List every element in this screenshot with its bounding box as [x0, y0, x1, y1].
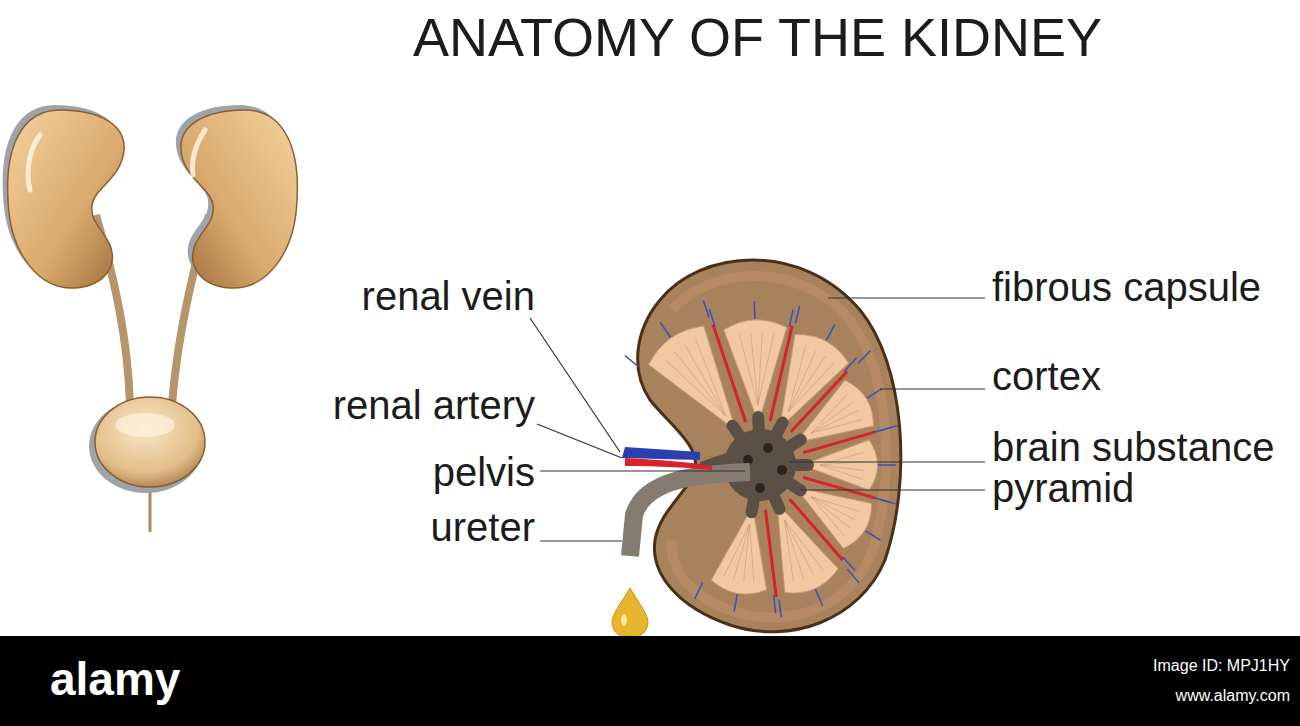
renal-pyramid [724, 320, 787, 423]
cortical-vessel [734, 594, 737, 612]
cortical-vessel [660, 322, 670, 337]
pyramid-striation [685, 345, 726, 416]
leader-line [800, 489, 985, 490]
cortical-vessel [703, 300, 709, 317]
pyramid-striation [784, 520, 822, 570]
cortical-vessel [709, 309, 715, 326]
leader-line [790, 461, 985, 462]
part-label: cortex [992, 356, 1101, 396]
part-label: pelvis [433, 452, 535, 492]
cortical-vessel [879, 499, 896, 504]
pyramid-striation [811, 497, 844, 536]
watermark-url: www.alamy.com [1176, 688, 1290, 704]
renal-pyramid [796, 380, 874, 443]
cortical-vessel [625, 355, 639, 366]
pyramid-striation [751, 333, 758, 405]
cortical-vessel [878, 464, 896, 466]
pyramid-striation [811, 402, 853, 433]
part-label: renal artery [333, 385, 535, 425]
watermark-logo: alamy [50, 656, 180, 702]
renal-pyramid [777, 503, 838, 593]
pyramid-striation [811, 419, 862, 433]
cortical-vessel [795, 306, 799, 323]
leader-line [537, 424, 622, 458]
leader-line [880, 388, 985, 389]
pyramid-striation [744, 524, 750, 581]
cortical-vessel [789, 309, 793, 327]
renal-pyramid [711, 506, 766, 594]
renal-vein [622, 447, 700, 460]
pyramid-striation [739, 335, 758, 405]
kidney-left [8, 110, 124, 288]
pyramid-striation [811, 411, 858, 434]
urine-drop [612, 588, 648, 638]
pyramid-striation [784, 520, 793, 582]
pyramid-striation [788, 351, 816, 412]
cortical-vessel [779, 600, 782, 618]
leader-line [540, 540, 622, 541]
part-label: ureter [431, 507, 536, 547]
arcuate-artery [765, 510, 776, 597]
leader-line [540, 470, 745, 471]
cortical-vessel [695, 583, 703, 599]
part-label: fibrous capsule [992, 267, 1261, 307]
pyramid-striation [724, 524, 750, 576]
leader-line [828, 297, 985, 298]
cortical-vessel [858, 351, 871, 364]
calyx-opening [777, 465, 787, 475]
pyramid-striation [820, 465, 864, 470]
bladder-highlight [115, 413, 175, 437]
pyramid-striation [750, 524, 754, 582]
kidney-right [181, 110, 297, 288]
watermark-bar [0, 636, 1300, 726]
watermark-id: Image ID: MPJ1HY [1153, 658, 1290, 674]
part-label: brain substance [992, 427, 1274, 467]
pyramid-striation [788, 362, 834, 412]
pyramid-striation [788, 356, 825, 412]
title: ANATOMY OF THE KIDNEY [0, 8, 1300, 67]
pyramid-striation [820, 452, 863, 465]
cortical-vessel [774, 595, 776, 613]
fibrous-capsule [638, 260, 901, 632]
cortical-vessel [847, 569, 859, 583]
pyramid-striation [784, 520, 803, 579]
pyramid-striation [665, 359, 726, 415]
pyramid-striation [820, 465, 863, 479]
part-label: pyramid [992, 468, 1134, 508]
kidney-highlight [193, 130, 206, 175]
calyx-opening [763, 443, 773, 453]
pyramid-striation [758, 334, 774, 405]
renal-artery [625, 458, 712, 470]
drop-highlight [621, 614, 627, 626]
ureter [630, 472, 750, 556]
cortical-vessel [843, 557, 855, 570]
urinary-system [3, 105, 298, 532]
bladder [95, 397, 205, 487]
kidney-highlight [28, 135, 40, 190]
pyramid-striation [696, 338, 726, 415]
pyramid-striation [811, 395, 847, 434]
leader-lines [530, 298, 985, 541]
pyramid-striation [675, 352, 726, 416]
renal-pyramid [649, 326, 736, 431]
cortical-vessel [826, 325, 834, 341]
cortical-vessel [873, 428, 890, 433]
part-label: renal vein [362, 276, 535, 316]
calyx-opening [755, 483, 765, 493]
pyramid-striation [811, 497, 850, 528]
leader-line [530, 318, 620, 452]
cortical-vessel [754, 301, 756, 319]
kidney-section [612, 260, 901, 638]
pyramid-striation [811, 497, 855, 520]
cortical-vessel [815, 589, 822, 605]
cortical-vessel [867, 389, 882, 399]
cortical-vessel [865, 531, 880, 541]
